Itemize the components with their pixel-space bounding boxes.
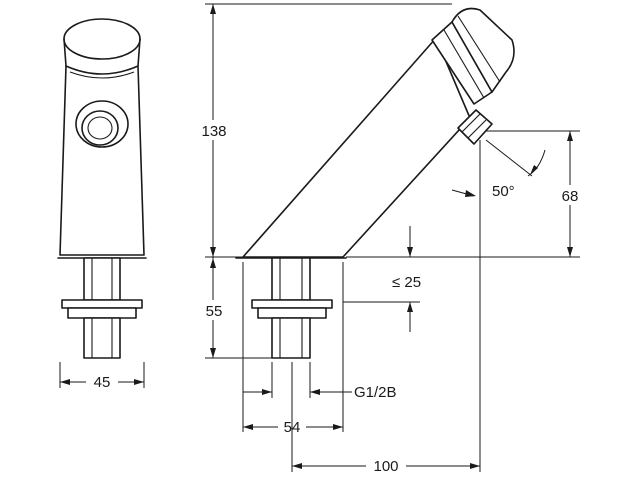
dim-label-100: 100 <box>373 458 398 475</box>
front-view: 45 <box>57 18 147 391</box>
side-flange <box>251 299 333 309</box>
side-button-cap <box>451 7 515 93</box>
front-shank-upper <box>83 257 121 301</box>
side-nut <box>257 307 327 319</box>
side-shank-upper <box>271 257 311 301</box>
front-push-button-inner <box>87 116 113 140</box>
dimension-lines: 138 55 68 ≤ 25 50° <box>196 3 584 476</box>
dim-label-68: 68 <box>562 188 579 205</box>
dim-label-angle: 50° <box>492 183 515 200</box>
front-cap-side <box>63 38 141 75</box>
front-push-button <box>81 110 119 146</box>
side-push-button <box>457 109 493 145</box>
dim-label-deck-thickness: ≤ 25 <box>392 274 421 291</box>
side-thread <box>271 317 311 359</box>
front-thread <box>83 317 121 359</box>
dim-label-138: 138 <box>201 123 226 140</box>
front-flange <box>61 299 143 309</box>
side-view <box>235 7 515 359</box>
front-cap-top <box>63 18 141 60</box>
front-body-outline <box>59 65 145 256</box>
dim-label-45: 45 <box>94 374 111 391</box>
front-nut <box>67 307 137 319</box>
dim-label-thread: G1/2B <box>354 384 397 401</box>
front-cap-ring <box>69 71 135 79</box>
dim-label-55: 55 <box>206 303 223 320</box>
side-body-outline <box>242 37 471 258</box>
